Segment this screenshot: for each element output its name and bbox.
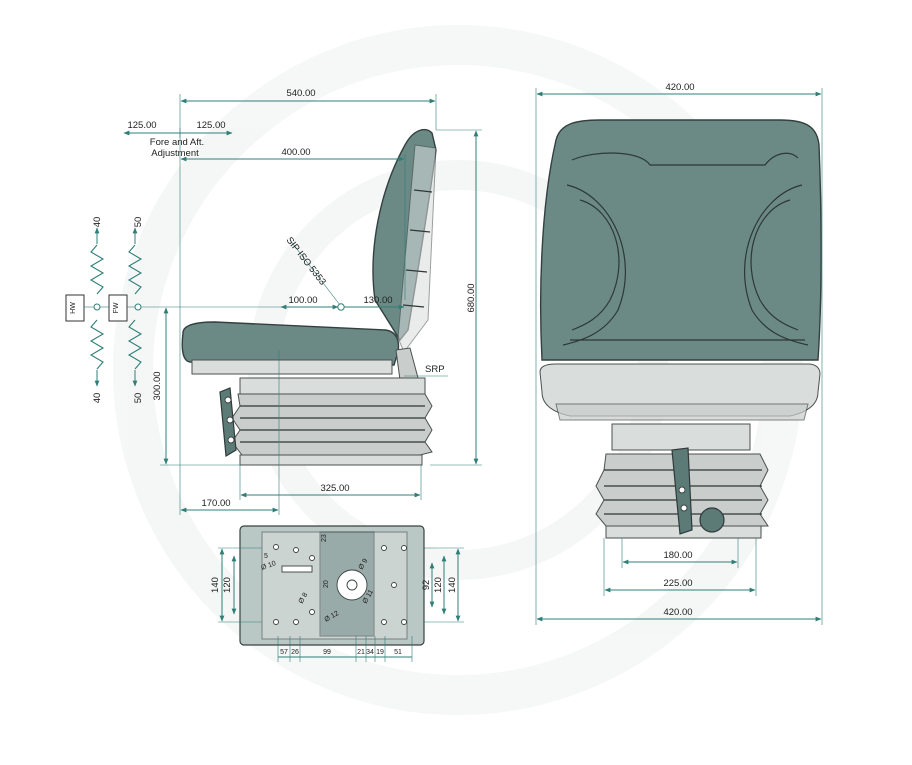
cushion-side — [181, 321, 400, 366]
dim-base-depth: 325.00 — [320, 483, 349, 494]
suspension-top-front — [611, 423, 751, 451]
dim-seat-height: 300.00 — [152, 371, 163, 400]
front-view: 420.00 180.00 225.00 420.00 — [535, 82, 823, 625]
spring-left — [89, 244, 105, 295]
side-view: 540.00 125.00 125.00 Fore and Aft. Adjus… — [123, 88, 482, 515]
svg-text:Ø 9: Ø 9 — [358, 558, 370, 571]
cushion-front — [539, 363, 821, 417]
dim-fore-aft-right: 125.00 — [196, 120, 225, 131]
base-plate-view: 5 Ø 10 23 20 Ø 9 Ø 8 Ø 12 Ø 11 140 120 9… — [210, 525, 464, 662]
dim-front-base-inner: 180.00 — [663, 550, 692, 561]
dim-plate-bottom-6: 51 — [394, 649, 402, 656]
dim-plate-right-inner: 92 — [421, 580, 432, 591]
dim-plate-left-inner: 120 — [222, 577, 233, 593]
dim-plate-left-outer: 140 — [210, 577, 221, 593]
svg-text:Ø 10: Ø 10 — [260, 560, 277, 572]
dim-plate-right-mid: 120 — [433, 577, 444, 593]
dim-plate-bottom-3: 21 — [357, 649, 365, 656]
backrest-front — [539, 119, 822, 361]
dim-base-offset: 170.00 — [201, 498, 230, 509]
weight-knob — [699, 507, 725, 533]
fore-aft-caption-1: Fore and Aft. — [150, 137, 204, 148]
dim-plate-bottom-4: 34 — [366, 649, 374, 656]
suspension-top-side — [239, 377, 426, 395]
spring-right-box — [108, 294, 128, 322]
cushion-frame-side — [191, 359, 393, 375]
dim-overall-height: 680.00 — [466, 283, 477, 312]
dim-plate-bottom-0: 57 — [280, 649, 288, 656]
dim-front-base-width: 420.00 — [663, 607, 692, 618]
svg-text:FW: FW — [113, 302, 120, 313]
spring-diagram: 40 40 HW 50 50 FW — [65, 217, 144, 404]
dim-cushion-depth: 400.00 — [281, 147, 310, 158]
dim-back-offset: 130.00 — [363, 295, 392, 306]
srp-label: SRP — [425, 364, 445, 375]
svg-text:20: 20 — [323, 580, 330, 588]
fore-aft-caption-2: Adjustment — [151, 148, 199, 159]
spring-left-top: 40 — [92, 217, 103, 228]
bellows-side — [231, 393, 433, 456]
dim-plate-right-outer: 140 — [447, 577, 458, 593]
dim-plate-bottom-1: 26 — [291, 649, 299, 656]
svg-text:HW: HW — [70, 302, 77, 314]
dim-plate-bottom-2: 99 — [323, 649, 331, 656]
svg-text:23: 23 — [321, 534, 328, 542]
spring-right-bottom: 50 — [133, 393, 144, 404]
spring-right-top: 50 — [133, 217, 144, 228]
dim-front-base-mid: 225.00 — [663, 578, 692, 589]
dim-overall-depth: 540.00 — [286, 88, 315, 99]
spring-left-bottom: 40 — [92, 393, 103, 404]
dim-fore-aft-left: 125.00 — [127, 120, 156, 131]
sip-point — [337, 303, 345, 311]
svg-text:5: 5 — [264, 553, 268, 560]
dim-front-overall-width: 420.00 — [665, 82, 694, 93]
spring-left-box — [65, 294, 85, 322]
dim-plate-bottom-5: 19 — [376, 649, 384, 656]
svg-text:Ø 8: Ø 8 — [298, 592, 310, 605]
spring-right — [127, 244, 143, 295]
dim-sip-offset: 100.00 — [288, 295, 317, 306]
